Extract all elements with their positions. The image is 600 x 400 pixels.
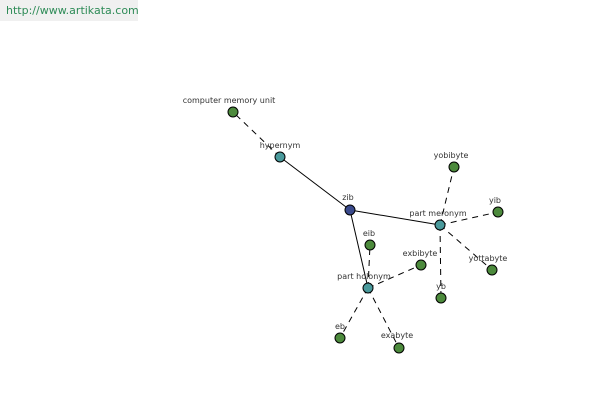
node-computer-memory-unit[interactable] (227, 106, 239, 118)
labels-layer: zib hypernym part meronym part holonym compu… (183, 96, 508, 340)
nodes-layer (227, 106, 504, 354)
node-exabyte[interactable] (393, 342, 405, 354)
artikata-link[interactable]: http://www.artikata.com (6, 4, 139, 17)
node-label-center[interactable]: zib (342, 193, 354, 202)
node-yottabyte[interactable] (486, 264, 498, 276)
edge-hypernym-computer-memory-unit (232, 111, 281, 158)
node-label-holonym[interactable]: part holonym (337, 272, 391, 281)
edges-layer (232, 111, 499, 349)
edge-meronym-yottabyte (439, 224, 493, 271)
edge-meronym-yobibyte (439, 166, 455, 226)
node-yib[interactable] (492, 206, 504, 218)
edge-holonym-exbibyte (367, 264, 422, 289)
node-label-yottabyte[interactable]: yottabyte (469, 254, 508, 263)
edge-holonym-eib (367, 244, 371, 289)
edge-center-meronym (349, 209, 441, 226)
node-label-yobibyte[interactable]: yobibyte (434, 151, 469, 160)
edge-holonym-exabyte (367, 287, 400, 349)
edge-meronym-yib (439, 211, 499, 226)
node-label-eib[interactable]: eib (363, 229, 375, 238)
node-yb[interactable] (435, 292, 447, 304)
edge-center-holonym (349, 209, 369, 289)
edge-holonym-eb (339, 287, 369, 339)
edge-center-hypernym (279, 156, 351, 211)
edge-meronym-yb (439, 224, 442, 299)
node-label-exbibyte[interactable]: exbibyte (403, 249, 438, 258)
node-label-meronym[interactable]: part meronym (409, 209, 466, 218)
node-eb[interactable] (334, 332, 346, 344)
node-holonym[interactable] (362, 282, 374, 294)
node-eib[interactable] (364, 239, 376, 251)
node-meronym[interactable] (434, 219, 446, 231)
url-banner: http://www.artikata.com (0, 0, 139, 21)
node-yobibyte[interactable] (448, 161, 460, 173)
node-exbibyte[interactable] (415, 259, 427, 271)
node-hypernym[interactable] (274, 151, 286, 163)
node-label-yib[interactable]: yib (489, 196, 501, 205)
node-label-yb[interactable]: yb (436, 282, 446, 291)
node-label-exabyte[interactable]: exabyte (381, 331, 413, 340)
node-label-eb[interactable]: eb (335, 322, 345, 331)
node-center[interactable] (344, 204, 356, 216)
node-label-computer-memory-unit[interactable]: computer memory unit (183, 96, 276, 105)
node-label-hypernym[interactable]: hypernym (260, 141, 301, 150)
